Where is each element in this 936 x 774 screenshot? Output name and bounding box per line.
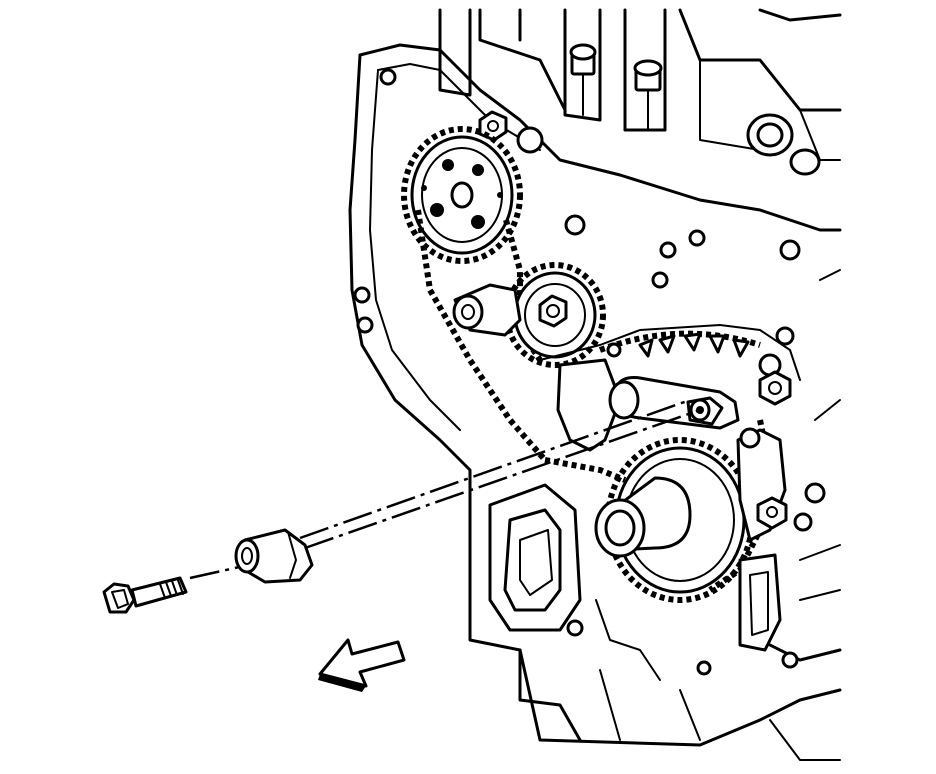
removal-direction-arrow <box>318 638 406 692</box>
camshaft-sprocket <box>401 126 523 264</box>
head-bolt-2 <box>633 59 663 131</box>
bolt-alignment-line-2 <box>299 398 691 540</box>
tensioner-teeth <box>638 332 750 358</box>
guide-pivot-sleeve <box>234 528 314 584</box>
timing-chain-lower <box>544 457 627 483</box>
middle-casting <box>539 324 801 452</box>
head-bolt-1 <box>569 43 597 116</box>
crankshaft-sprocket <box>594 437 755 603</box>
lower-right-guide <box>736 427 788 542</box>
engine-block <box>348 8 842 761</box>
bolt-alignment-line <box>189 408 701 580</box>
idler-sprocket <box>504 262 606 368</box>
guide-bolt <box>102 576 188 614</box>
chain-tensioner-guide <box>608 376 740 430</box>
upper-chain-guide <box>452 283 522 337</box>
oil-pump-housing <box>488 483 782 652</box>
lower-block-details <box>595 269 841 681</box>
